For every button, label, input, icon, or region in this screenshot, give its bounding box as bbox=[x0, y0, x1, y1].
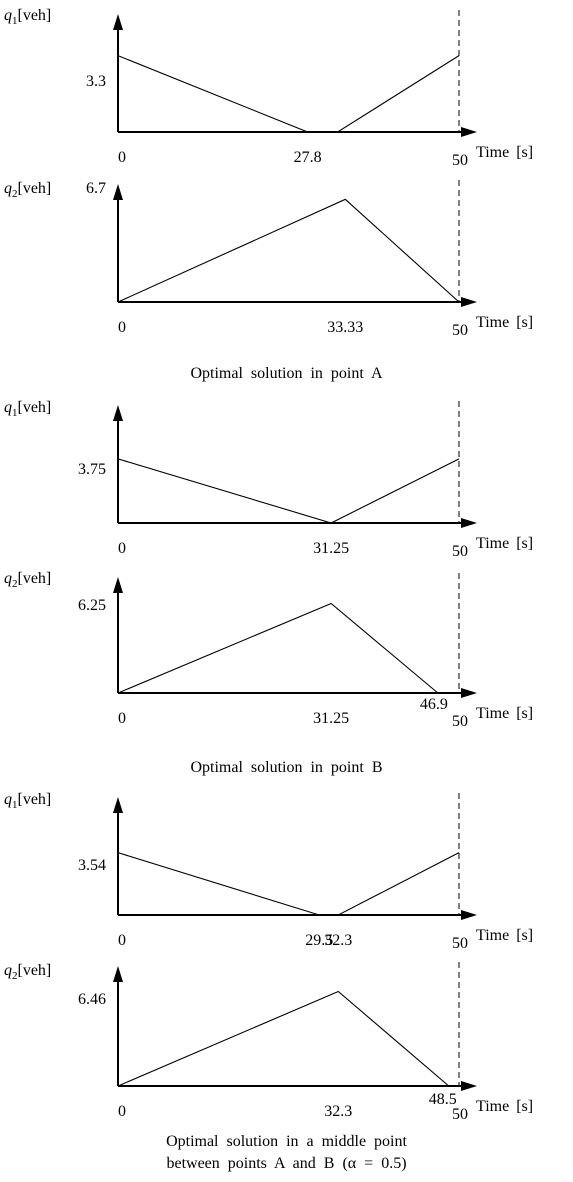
y-tick-label: 3.75 bbox=[78, 461, 106, 478]
caption-point-a: Optimal solution in point A bbox=[190, 365, 383, 382]
chart-panel-6: q2[veh] 6.46 0 32.3 48.550 Time [s] bbox=[4, 962, 533, 1123]
x-tick-label: 27.8 bbox=[294, 149, 322, 166]
chart-panel-5: q1[veh] 3.54 0 29.532.3 50 Time [s] bbox=[4, 791, 533, 952]
series-line-1 bbox=[117, 602, 459, 694]
y-axis-arrow-icon bbox=[113, 577, 123, 593]
chart-panel-1: q1[veh] 3.3 0 27.8 50 Time [s] bbox=[4, 7, 533, 169]
y-axis-label: q2[veh] bbox=[4, 180, 51, 200]
x-axis-arrow-icon bbox=[461, 518, 477, 528]
chart-panel-2: q2[veh] 6.7 0 33.33 50 Time [s] bbox=[4, 180, 533, 339]
x-tick-label: 0 bbox=[118, 932, 126, 949]
y-axis-arrow-icon bbox=[113, 405, 123, 421]
y-tick-label: 3.54 bbox=[78, 857, 106, 874]
x-axis-label: Time [s] bbox=[476, 1098, 533, 1115]
x-tick-label: 50 bbox=[452, 152, 468, 169]
x-tick-label: 0 bbox=[118, 149, 126, 166]
x-axis-arrow-icon bbox=[461, 297, 477, 307]
x-tick-label: 50 bbox=[452, 713, 468, 730]
y-tick-label: 6.46 bbox=[78, 991, 106, 1008]
y-tick-label: 6.7 bbox=[86, 180, 106, 197]
x-tick-label: 29.5 bbox=[305, 932, 333, 949]
x-tick-label: 48.5 bbox=[429, 1091, 457, 1108]
y-tick-label: 3.3 bbox=[86, 73, 106, 90]
x-tick-label: 0 bbox=[118, 710, 126, 727]
y-axis-label: q1[veh] bbox=[4, 7, 51, 27]
x-axis-label: Time [s] bbox=[476, 927, 533, 944]
x-axis-arrow-icon bbox=[461, 1081, 477, 1091]
x-tick-label: 32.3 bbox=[324, 932, 352, 949]
x-axis-arrow-icon bbox=[461, 688, 477, 698]
y-axis-label: q1[veh] bbox=[4, 399, 51, 419]
series-line-1 bbox=[117, 55, 460, 133]
chart-panel-3: q1[veh] 3.75 0 31.25 50 Time [s] bbox=[4, 399, 533, 560]
y-axis-label: q1[veh] bbox=[4, 791, 51, 811]
x-tick-label: 0 bbox=[118, 319, 126, 336]
series-line-1 bbox=[117, 990, 459, 1087]
x-tick-label: 50 bbox=[452, 322, 468, 339]
caption-middle-line2: between points A and B (α = 0.5) bbox=[166, 1155, 407, 1172]
y-axis-label: q2[veh] bbox=[4, 962, 51, 982]
x-axis-arrow-icon bbox=[461, 910, 477, 920]
x-tick-label: 50 bbox=[452, 1106, 468, 1123]
x-tick-label: 31.25 bbox=[313, 710, 349, 727]
y-axis-arrow-icon bbox=[113, 184, 123, 200]
y-axis-arrow-icon bbox=[113, 966, 123, 982]
chart-panel-4: q2[veh] 6.25 0 31.25 46.950 Time [s] bbox=[4, 570, 533, 730]
x-tick-label: 0 bbox=[118, 1103, 126, 1120]
series-line-1 bbox=[117, 198, 460, 303]
series-line-1 bbox=[117, 852, 460, 916]
caption-point-b: Optimal solution in point B bbox=[190, 759, 383, 776]
series-line-1 bbox=[117, 458, 460, 524]
x-axis-arrow-icon bbox=[461, 127, 477, 137]
x-tick-label: 50 bbox=[452, 935, 468, 952]
x-tick-label: 46.9 bbox=[420, 696, 448, 713]
x-tick-label: 31.25 bbox=[313, 540, 349, 557]
x-axis-label: Time [s] bbox=[476, 314, 533, 331]
x-tick-label: 32.3 bbox=[324, 1103, 352, 1120]
y-axis-arrow-icon bbox=[113, 797, 123, 813]
y-axis-arrow-icon bbox=[113, 14, 123, 30]
y-tick-label: 6.25 bbox=[78, 597, 106, 614]
x-axis-label: Time [s] bbox=[476, 705, 533, 722]
y-axis-label: q2[veh] bbox=[4, 570, 51, 590]
x-axis-label: Time [s] bbox=[476, 144, 533, 161]
x-axis-label: Time [s] bbox=[476, 535, 533, 552]
x-tick-label: 50 bbox=[452, 543, 468, 560]
x-tick-label: 0 bbox=[118, 540, 126, 557]
x-tick-label: 33.33 bbox=[327, 319, 363, 336]
caption-middle-line1: Optimal solution in a middle point bbox=[166, 1133, 407, 1150]
